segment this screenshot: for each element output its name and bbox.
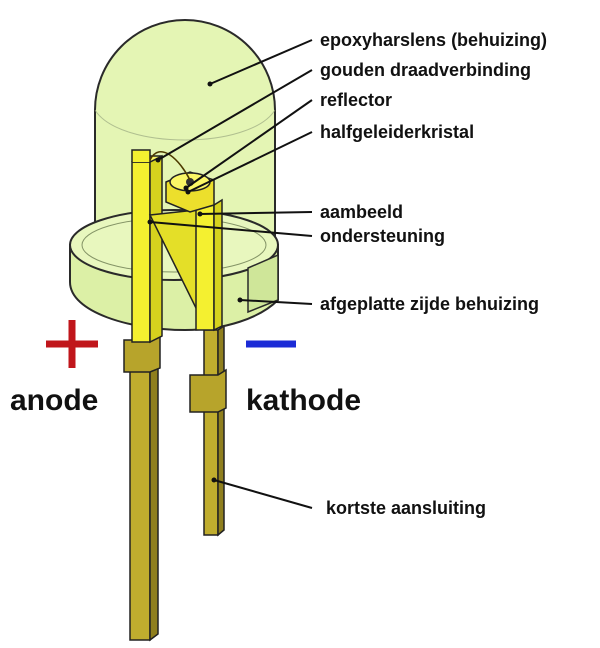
flat-side bbox=[247, 253, 279, 314]
leader-flat-side bbox=[239, 299, 313, 305]
leader-shortest-lead bbox=[213, 479, 313, 509]
anode-lead-shade bbox=[149, 360, 159, 642]
anode-post-front bbox=[131, 161, 151, 343]
gold-wire bbox=[149, 151, 191, 181]
pointer-dots bbox=[147, 81, 243, 483]
internal-anode-post bbox=[131, 149, 163, 344]
leader-semiconductor bbox=[187, 131, 313, 193]
leader-support bbox=[149, 221, 313, 237]
label-semiconductor: halfgeleiderkristal bbox=[320, 122, 474, 142]
dot-support bbox=[147, 219, 153, 225]
cathode-lead-shaft bbox=[203, 329, 219, 536]
leader-reflector bbox=[185, 99, 313, 189]
dot-anvil bbox=[197, 211, 203, 217]
leader-epoxy bbox=[209, 39, 313, 85]
leader-gold-wire bbox=[157, 69, 313, 161]
label-flat-side: afgeplatte zijde behuizing bbox=[320, 294, 539, 314]
lens-inner-arc bbox=[94, 109, 276, 141]
dot-flat-side bbox=[237, 297, 243, 303]
dot-reflector bbox=[183, 185, 189, 191]
cathode-post-front bbox=[195, 204, 215, 331]
label-support: ondersteuning bbox=[320, 226, 445, 246]
label-anode: anode bbox=[10, 384, 98, 417]
anode-post-side bbox=[149, 154, 163, 344]
dot-gold-wire bbox=[155, 157, 161, 163]
cathode-lead-kink bbox=[189, 368, 227, 413]
label-cathode: kathode bbox=[246, 384, 361, 417]
cathode-post-side bbox=[213, 198, 223, 332]
label-gold-wire: gouden draadverbinding bbox=[320, 60, 531, 80]
leader-anvil bbox=[199, 211, 313, 215]
label-anvil: aambeeld bbox=[320, 202, 403, 222]
cathode-lead bbox=[189, 324, 227, 537]
anode-lead bbox=[123, 332, 161, 642]
dot-semiconductor bbox=[185, 189, 191, 195]
plus-sign bbox=[46, 320, 98, 368]
internal-cathode-post bbox=[148, 151, 223, 332]
dot-epoxy bbox=[207, 81, 213, 87]
dot-shortest-lead bbox=[211, 477, 217, 483]
label-epoxy-lens: epoxyharslens (behuizing) bbox=[320, 30, 547, 50]
anode-post-hook bbox=[131, 149, 151, 162]
label-reflector: reflector bbox=[320, 90, 392, 110]
leader-lines bbox=[149, 39, 313, 509]
anode-lead-shaft bbox=[129, 367, 151, 641]
label-shortest-lead: kortste aansluiting bbox=[326, 498, 486, 518]
cathode-lead-shade bbox=[217, 324, 225, 537]
